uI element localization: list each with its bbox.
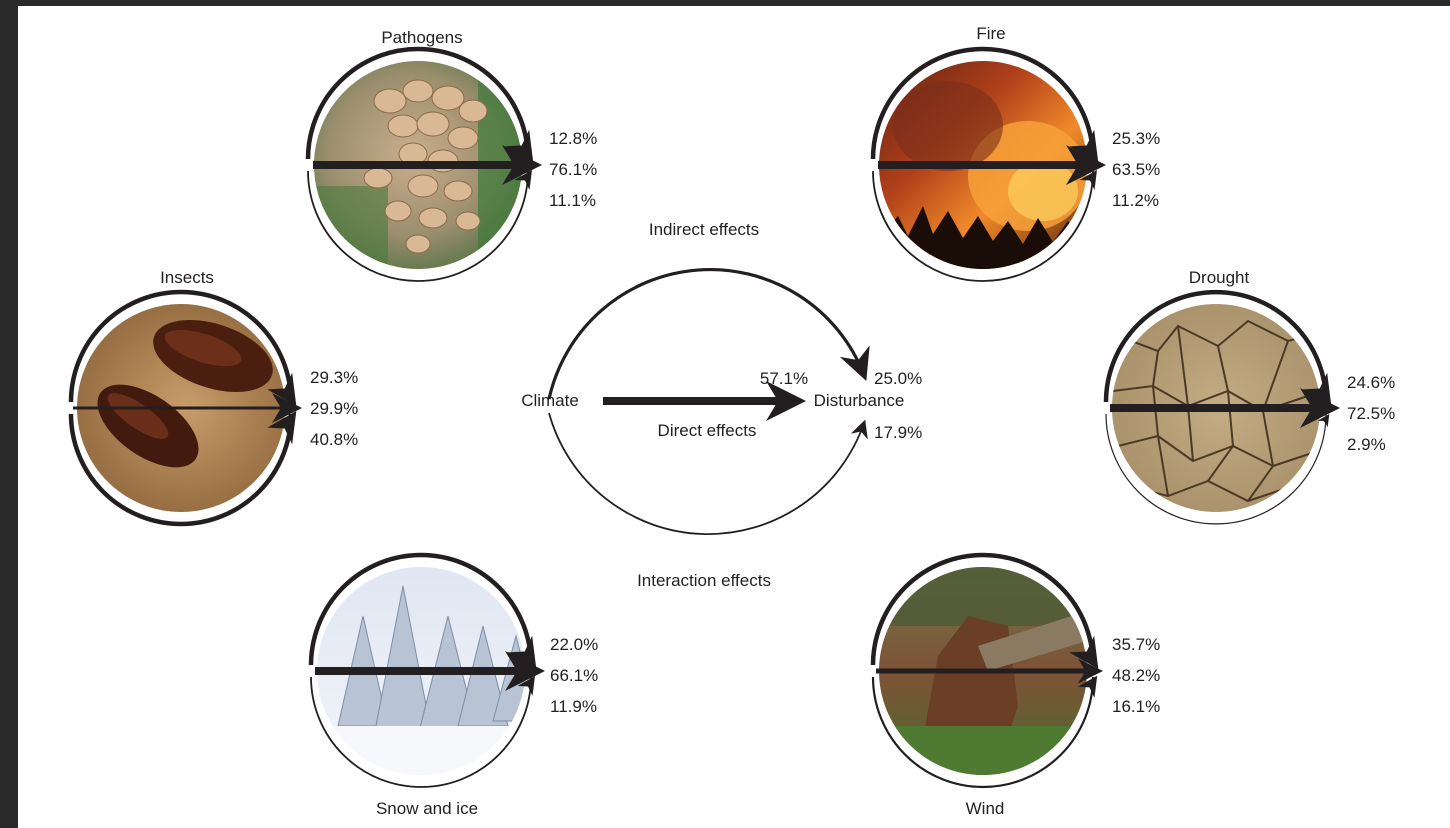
interaction-effects-label: Interaction effects (637, 571, 771, 590)
wind-indirect-percent: 35.7% (1112, 635, 1160, 654)
insects-indirect-arrowhead (267, 372, 297, 406)
pathogens-indirect-percent: 12.8% (549, 129, 597, 148)
drought-interaction-percent: 2.9% (1347, 435, 1386, 454)
snow-ring-bottom (310, 676, 532, 788)
agent-snow-and-ice: Snow and ice 22.0% 66.1% 11.9% (308, 552, 598, 818)
drought-title: Drought (1189, 268, 1250, 287)
wind-direct-percent: 48.2% (1112, 666, 1160, 685)
center-diagram: Indirect effects Climate Disturbance Dir… (521, 220, 922, 590)
fire-ring-top (870, 46, 1096, 160)
diagram-canvas: Indirect effects Climate Disturbance Dir… (18, 6, 1450, 828)
wind-ring-bottom (871, 676, 1095, 789)
fire-interaction-arrowhead (1079, 170, 1097, 190)
agent-drought: Drought 24.6% 72.5% 2.9% (1103, 268, 1395, 525)
snow-ring-top (308, 552, 534, 666)
pathogens-title: Pathogens (381, 28, 462, 47)
fire-indirect-percent: 25.3% (1112, 129, 1160, 148)
wind-interaction-percent: 16.1% (1112, 697, 1160, 716)
climate-label: Climate (521, 391, 579, 410)
climate-disturbance-diagram: Indirect effects Climate Disturbance Dir… (68, 24, 1395, 818)
insects-direct-percent: 29.9% (310, 399, 358, 418)
insects-title: Insects (160, 268, 214, 287)
pathogens-interaction-percent: 11.1% (549, 191, 596, 210)
agent-pathogens: Pathogens 12.8% 76.1% 11.1% (305, 28, 597, 282)
fire-ring-bottom (872, 170, 1094, 282)
agent-fire: Fire 25.3% 63.5% 11.2% (870, 24, 1160, 282)
direct-effects-label: Direct effects (658, 421, 757, 440)
interaction-effects-percent: 17.9% (874, 423, 922, 442)
agent-wind: Wind 35.7% 48.2% 16.1% (870, 552, 1160, 818)
snow-title: Snow and ice (376, 799, 478, 818)
pathogens-ring-top (305, 46, 531, 160)
wind-title: Wind (966, 799, 1005, 818)
snow-direct-percent: 66.1% (550, 666, 598, 685)
pathogens-indirect-arrowhead (504, 129, 534, 163)
insects-ring-bottom (68, 413, 294, 527)
fire-direct-percent: 63.5% (1112, 160, 1160, 179)
fire-indirect-arrowhead (1069, 129, 1099, 163)
fire-title: Fire (976, 24, 1005, 43)
pathogens-interaction-arrowhead (514, 170, 532, 190)
direct-effects-percent: 57.1% (760, 369, 808, 388)
pathogens-ring-bottom (307, 170, 529, 282)
drought-ring-bottom (1105, 413, 1327, 525)
snow-indirect-arrowhead (507, 635, 537, 669)
snow-indirect-percent: 22.0% (550, 635, 598, 654)
wind-indirect-arrowhead (1069, 635, 1099, 669)
drought-direct-percent: 72.5% (1347, 404, 1395, 423)
agent-insects: Insects 29.3% 29.9% 40.8% (68, 268, 358, 527)
fire-interaction-percent: 11.2% (1112, 191, 1159, 210)
indirect-effects-arc (547, 267, 870, 400)
disturbance-label: Disturbance (814, 391, 905, 410)
drought-indirect-arrowhead (1302, 372, 1332, 406)
pathogens-direct-percent: 76.1% (549, 160, 597, 179)
insects-indirect-percent: 29.3% (310, 368, 358, 387)
indirect-effects-percent: 25.0% (874, 369, 922, 388)
drought-ring-top (1103, 289, 1329, 403)
snow-interaction-percent: 11.9% (550, 697, 597, 716)
insects-interaction-percent: 40.8% (310, 430, 358, 449)
wind-ring-top (870, 552, 1096, 666)
drought-indirect-percent: 24.6% (1347, 373, 1395, 392)
indirect-effects-label: Indirect effects (649, 220, 759, 239)
drought-interaction-arrowhead (1317, 414, 1330, 428)
interaction-effects-arc (548, 412, 868, 535)
insects-interaction-arrowhead (267, 411, 297, 445)
insects-ring-top (68, 289, 294, 403)
snow-interaction-arrowhead (517, 676, 535, 696)
wind-interaction-arrowhead (1077, 675, 1098, 698)
